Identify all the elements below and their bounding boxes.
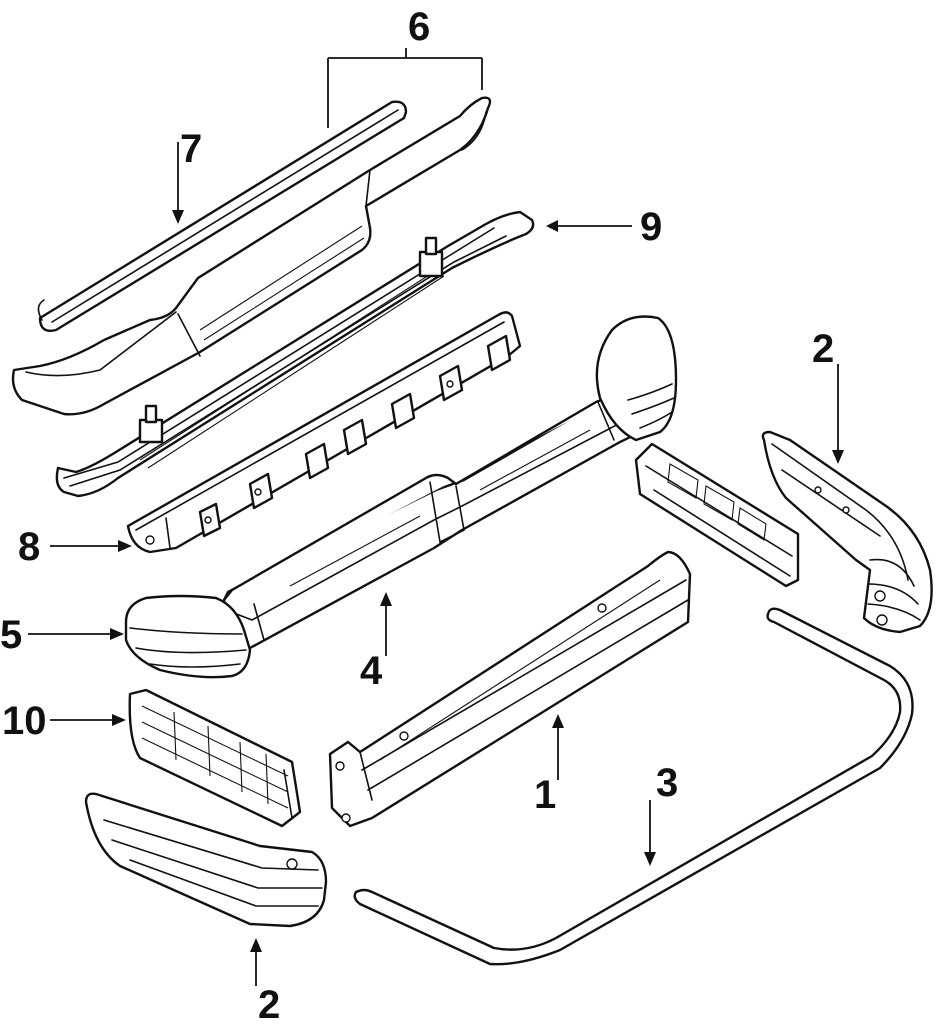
part-5-end-cap [124, 594, 252, 679]
part-1-bumper-bar [328, 550, 692, 828]
callout-8: 8 [18, 525, 40, 569]
part-9-reinforcement [55, 210, 535, 498]
callout-2-lower: 2 [258, 983, 280, 1024]
part-2-upper-bracket [761, 430, 933, 634]
part-8-mounting-rail [126, 311, 522, 554]
callout-10: 10 [2, 699, 47, 743]
callout-labels: 6 7 9 2 8 5 4 10 1 3 2 [0, 5, 834, 1024]
part-3-molding-strip [353, 607, 914, 966]
callout-6: 6 [408, 5, 430, 49]
callout-3: 3 [656, 761, 678, 805]
leader-lines [28, 48, 844, 986]
part-10-grille [128, 688, 302, 828]
part-6-bumper-cover [11, 96, 492, 416]
callout-4: 4 [360, 649, 383, 693]
part-2-lower-corner [84, 792, 328, 928]
callout-1: 1 [534, 773, 556, 817]
part-4-energy-absorber [222, 315, 678, 650]
callout-2-upper: 2 [812, 327, 834, 371]
grille-insert-upper [634, 442, 800, 588]
callout-9: 9 [640, 205, 662, 249]
part-7-trim-strip [37, 100, 408, 332]
callout-5: 5 [0, 613, 22, 657]
callout-7: 7 [180, 127, 202, 171]
